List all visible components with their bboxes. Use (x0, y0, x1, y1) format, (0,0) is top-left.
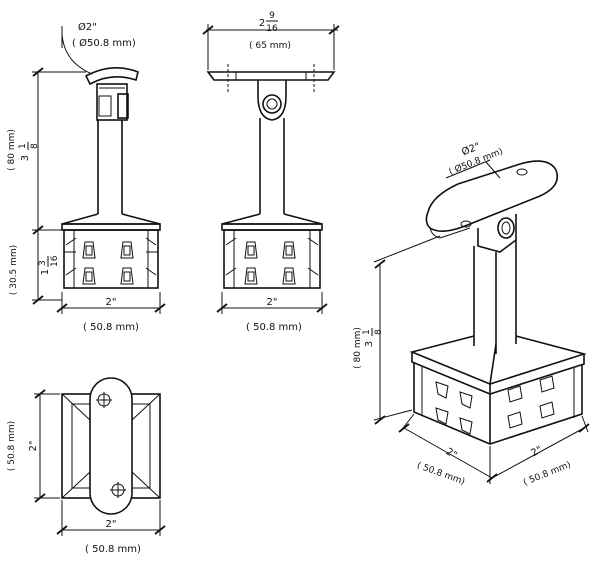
side-height-text: 3 1 8 (18, 142, 40, 161)
top-saddle-plate (89, 377, 133, 515)
front-width-mm: ( 50.8 mm) (246, 322, 302, 333)
side-swivel-block (96, 83, 128, 121)
svg-text:2: 2 (259, 18, 265, 29)
top-width-mm: ( 50.8 mm) (85, 544, 141, 555)
svg-text:8: 8 (374, 329, 384, 335)
iso-width-left-mm: ( 50.8 mm) (415, 461, 466, 488)
iso-swivel (477, 214, 517, 253)
front-view: 2 9 16 ( 65 mm) 2" ( 50.8 mm) (202, 11, 340, 333)
iso-hole-2 (516, 168, 528, 176)
svg-text:8: 8 (30, 143, 40, 149)
iso-width-left-dim-line (403, 427, 493, 479)
iso-width-right-mm: ( 50.8 mm) (522, 460, 572, 488)
side-base-text: 1 3 16 (38, 255, 60, 275)
svg-text:9: 9 (269, 11, 275, 21)
top-width-label: 2" (106, 519, 117, 530)
top-depth-mm: ( 50.8 mm) (7, 421, 17, 471)
iso-width-left-label: 2" (444, 446, 459, 461)
iso-diameter-leader (445, 159, 491, 179)
side-diameter-mm: ( Ø50.8 mm) (72, 37, 136, 49)
svg-text:16: 16 (266, 24, 278, 34)
side-width-label: 2" (106, 297, 117, 308)
front-saddle-mm: ( 65 mm) (249, 41, 291, 51)
front-saddle-text: 2 9 16 (259, 11, 278, 34)
side-base (63, 229, 159, 289)
svg-text:3: 3 (38, 260, 48, 266)
top-depth-label: 2" (28, 441, 39, 452)
iso-view: Ø2" ( Ø50.8 mm) 3 1 8 ( 80 mm) 2" (353, 140, 590, 488)
front-saddle (206, 71, 336, 81)
svg-text:1: 1 (362, 329, 372, 335)
iso-cap (409, 335, 587, 385)
side-tabs (64, 237, 158, 285)
top-view: 2" ( 50.8 mm) 2" ( 50.8 mm) (7, 377, 166, 555)
svg-text:1: 1 (40, 269, 51, 275)
front-cap (221, 213, 323, 225)
front-width-label: 2" (267, 297, 278, 308)
iso-height-mm: ( 80 mm) (353, 327, 363, 369)
iso-base (413, 362, 583, 445)
front-base (223, 229, 321, 289)
front-tabs (225, 237, 319, 285)
svg-text:3: 3 (20, 155, 31, 161)
iso-tabs (435, 375, 555, 435)
side-width-mm: ( 50.8 mm) (83, 322, 139, 333)
side-diameter-leader (61, 33, 93, 75)
iso-height-text: 3 1 8 (362, 328, 384, 347)
side-base-mm: ( 30.5 mm) (9, 245, 19, 295)
side-height-mm: ( 80 mm) (7, 129, 17, 171)
side-view: Ø2" ( Ø50.8 mm) 3 1 8 ( 80 mm) 1 3 16 ( … (7, 21, 166, 333)
iso-width-right-label: 2" (529, 444, 544, 459)
iso-width-right-dim-line (491, 427, 585, 479)
iso-saddle (425, 160, 559, 232)
svg-text:1: 1 (18, 143, 28, 149)
iso-hole-1 (460, 220, 472, 228)
side-cap (61, 213, 161, 225)
side-saddle (84, 67, 139, 86)
side-diameter-label: Ø2" (78, 21, 97, 33)
svg-text:16: 16 (50, 255, 60, 267)
svg-text:3: 3 (364, 341, 375, 347)
front-swivel (257, 80, 287, 121)
